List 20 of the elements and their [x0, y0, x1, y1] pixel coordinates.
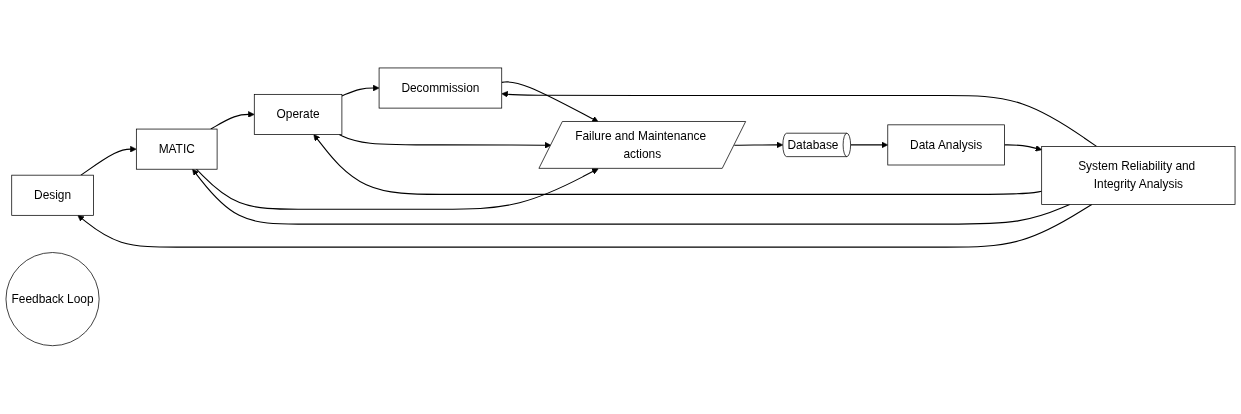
node-box: Operate — [253, 94, 343, 136]
node-box: Data Analysis — [887, 124, 1005, 166]
arrow — [501, 81, 599, 123]
node-circle: Feedback Loop — [5, 252, 100, 347]
arrow — [192, 169, 1071, 225]
arrow — [195, 168, 599, 210]
node-box: System Reliability and Integrity Analysis — [1041, 146, 1236, 205]
node-box: Decommission — [378, 67, 503, 109]
arrow — [341, 84, 380, 97]
arrow — [733, 141, 784, 149]
arrow — [501, 91, 1098, 148]
arrow — [850, 141, 889, 149]
node-box: Design — [11, 174, 94, 216]
arrow — [80, 146, 137, 176]
arrow — [77, 204, 1093, 248]
node-box: MATIC — [135, 128, 218, 170]
arrow — [338, 134, 552, 149]
arrow — [1003, 144, 1042, 152]
arrow — [210, 111, 255, 130]
node-text: Database — [787, 138, 839, 152]
